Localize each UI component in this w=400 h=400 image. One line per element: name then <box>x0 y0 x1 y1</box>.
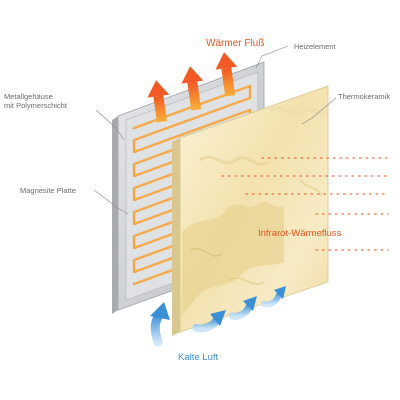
hot-arrow-icon <box>181 66 204 111</box>
magnesite-plate-label: Magnesite Platte <box>20 186 76 195</box>
cold-arrow-icon <box>192 310 226 333</box>
heating-element-label: Heizelement <box>294 42 336 51</box>
thermoceramic-label: Thermokeramik <box>338 92 391 101</box>
cold-arrow-icon <box>228 296 257 320</box>
cold-air-label: Kalte Luft <box>178 352 219 363</box>
metal-housing-label-line1: Metallgehäuse <box>4 92 53 101</box>
warm-flow-label: Wärmer Fluß <box>206 38 265 49</box>
metal-housing-label-line2: mit Polymerschicht <box>4 101 67 110</box>
infrared-rays <box>221 157 389 251</box>
cold-air-arrows <box>150 286 286 347</box>
hot-arrow-icon <box>215 52 238 97</box>
warm-flow-arrows <box>147 52 238 123</box>
leader-lines <box>93 45 337 215</box>
thermoceramic-panel <box>172 85 329 336</box>
cold-arrow-icon <box>261 286 286 308</box>
hot-arrow-icon <box>147 80 170 123</box>
cold-arrow-icon <box>150 302 170 347</box>
infrared-flow-label: Infrarot-Wärmefluss <box>258 228 342 239</box>
